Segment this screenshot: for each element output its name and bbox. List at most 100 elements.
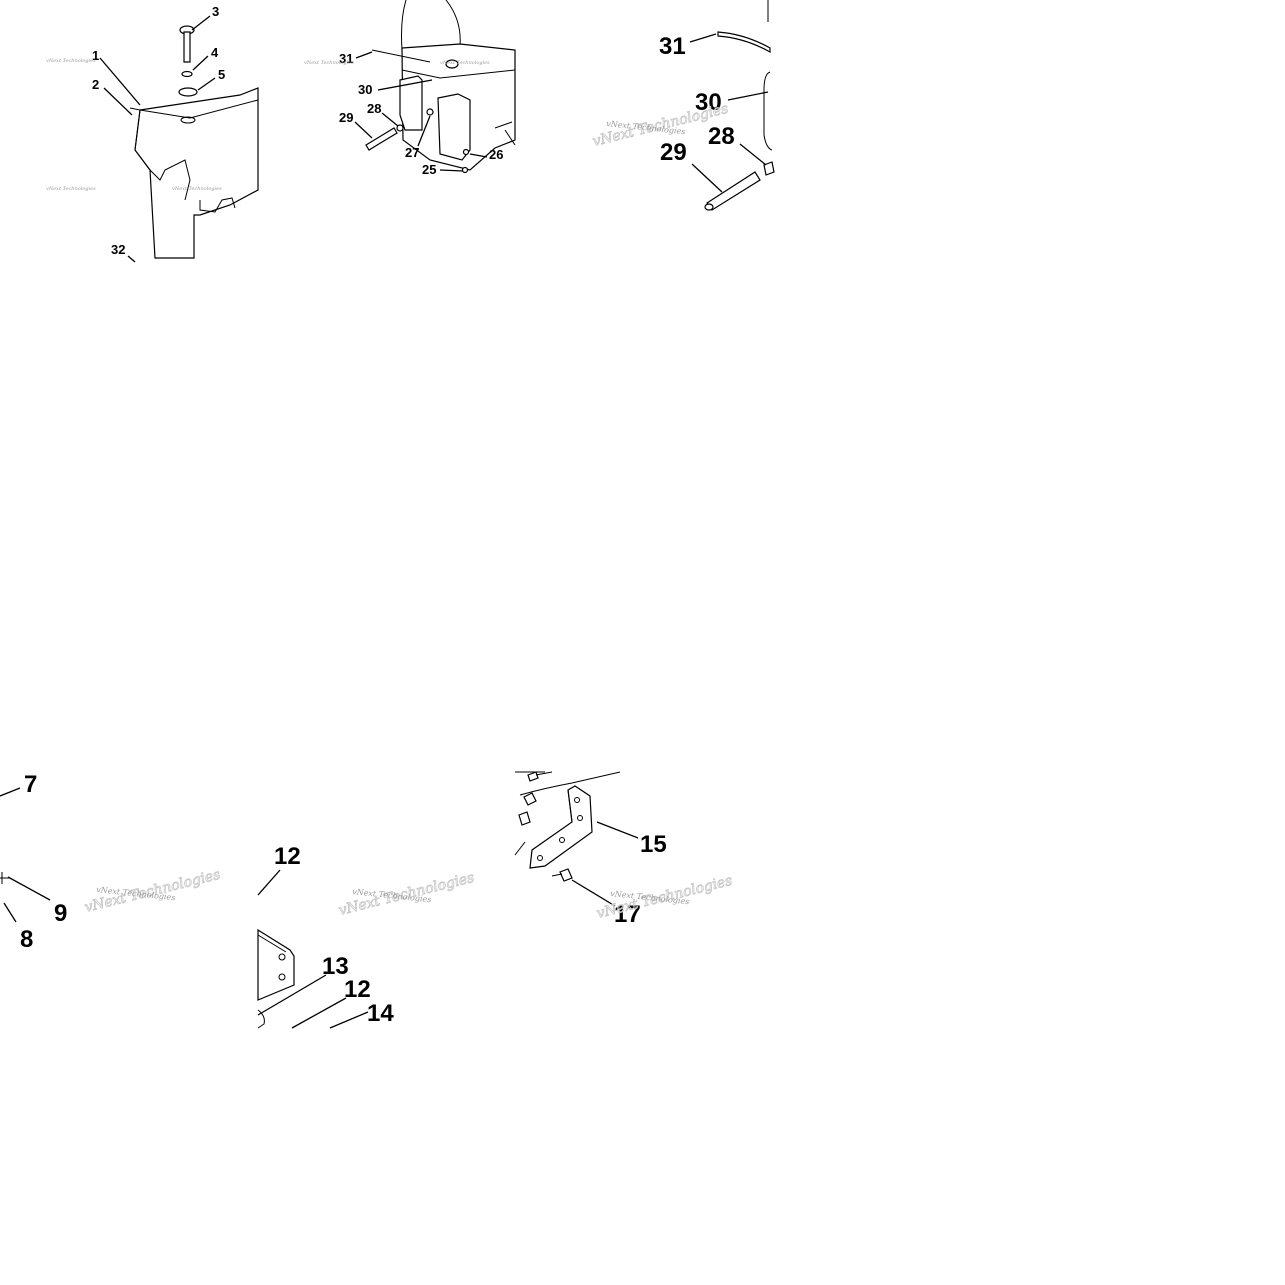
bolt-shank xyxy=(535,771,553,776)
bolt-part xyxy=(426,108,434,116)
bracket-hole xyxy=(559,837,565,843)
callout-label: 8 xyxy=(20,926,33,953)
leader-line xyxy=(7,876,51,901)
knob-shaft xyxy=(183,31,191,63)
bracket-hole xyxy=(574,797,580,803)
watermark-text: vNext Technologies xyxy=(440,60,490,66)
leader-line xyxy=(291,997,347,1029)
callout-label: 12 xyxy=(344,976,371,1003)
spring-washer-part xyxy=(181,70,193,78)
leader-line xyxy=(417,115,431,147)
plate-edge xyxy=(257,934,287,953)
callout-label: 12 xyxy=(274,843,301,870)
leader-line xyxy=(377,79,433,91)
panel-top-middle: 31 30 28 29 27 26 25 vNext Technologies … xyxy=(304,0,516,177)
callout-label: 3 xyxy=(212,4,219,19)
tank-body xyxy=(763,71,773,151)
leader-line xyxy=(354,121,373,139)
bolt-part xyxy=(462,148,470,156)
panel-bottom-middle: 12 13 12 14 vNext Technologies vNext Tec… xyxy=(257,843,476,1029)
leader-line xyxy=(381,112,399,127)
pin-part xyxy=(706,171,761,211)
hood-side-bracket xyxy=(199,197,236,213)
hood-top-line xyxy=(139,99,259,119)
nut-part xyxy=(461,166,469,174)
leader-line xyxy=(689,33,717,43)
screw-part xyxy=(559,868,573,882)
leader-line xyxy=(257,974,327,1016)
pin-part xyxy=(365,127,398,151)
callout-label: 31 xyxy=(659,33,686,60)
callout-label: 27 xyxy=(405,145,419,160)
panel-top-left: 1 2 3 4 5 32 vNext Technologies vNext Te… xyxy=(46,4,259,263)
handle-bar xyxy=(401,0,461,51)
leader-line xyxy=(197,77,216,91)
hood-front-flap xyxy=(129,107,191,201)
leader-line xyxy=(191,15,211,31)
callout-label: 30 xyxy=(358,82,372,97)
leader-line xyxy=(469,153,488,158)
bushing-part xyxy=(518,811,531,826)
bushing-part xyxy=(523,792,537,806)
bracket-edge xyxy=(567,789,573,823)
side-bolt-part xyxy=(494,121,516,146)
leader-line xyxy=(103,87,133,116)
callout-label: 15 xyxy=(640,831,667,858)
callout-label: 26 xyxy=(489,147,503,162)
leader-line xyxy=(127,255,136,263)
callout-label: 28 xyxy=(708,123,735,150)
bracket-plate xyxy=(529,785,593,869)
leader-line xyxy=(439,169,464,172)
callout-label: 31 xyxy=(339,51,353,66)
panel-top-right: 31 30 28 29 vNext Technologies vNext Tec… xyxy=(591,0,775,211)
callout-label: 25 xyxy=(422,162,436,177)
callout-label: 13 xyxy=(322,953,349,980)
bushing-part xyxy=(763,161,775,176)
tank-top-edge xyxy=(401,69,516,79)
leader-line xyxy=(691,163,723,193)
leader-line xyxy=(99,57,141,106)
callout-label: 28 xyxy=(367,101,381,116)
callout-label: 9 xyxy=(54,900,67,927)
callout-label: 29 xyxy=(660,139,687,166)
watermark-text: vNext Technologies xyxy=(172,186,222,192)
panel-bottom-left: 7 9 8 vNext Technologies vNext Technolog… xyxy=(0,771,222,953)
rod-part xyxy=(717,31,771,54)
leader-line xyxy=(192,55,209,71)
leader-line xyxy=(739,143,767,166)
leader-line xyxy=(0,787,21,797)
tank-cap xyxy=(445,59,459,69)
bracket-hole xyxy=(537,855,543,861)
tube-end xyxy=(0,872,10,884)
leader-line xyxy=(571,879,616,907)
tank-side-pad xyxy=(437,93,471,161)
hood-hole xyxy=(180,116,196,124)
plate-hole xyxy=(278,953,286,961)
leader-line xyxy=(329,1011,369,1029)
pin-end xyxy=(704,203,714,211)
leader-line xyxy=(727,91,769,101)
leader-line xyxy=(596,821,639,839)
screw-shank xyxy=(551,873,563,877)
callout-label: 4 xyxy=(211,45,219,60)
callout-label: 17 xyxy=(614,901,641,928)
leader-line xyxy=(3,902,17,923)
callout-label: 2 xyxy=(92,77,99,92)
watermark-text: vNext Technologies xyxy=(304,60,354,66)
bushing-part xyxy=(396,124,404,132)
flat-washer-part xyxy=(178,87,198,97)
mounting-plate xyxy=(257,928,295,1001)
bolt-part xyxy=(527,771,539,782)
leader-line xyxy=(355,51,373,59)
plate-hole xyxy=(278,973,286,981)
lower-part-edge xyxy=(257,1009,265,1029)
frame-bar xyxy=(514,771,621,856)
callout-label: 1 xyxy=(92,48,99,63)
rod-part xyxy=(371,49,431,63)
tank-left-pad xyxy=(399,75,423,131)
leader-line xyxy=(257,869,281,896)
callout-label: 14 xyxy=(367,1000,394,1027)
bracket-hole xyxy=(577,815,583,821)
callout-label: 5 xyxy=(218,67,225,82)
